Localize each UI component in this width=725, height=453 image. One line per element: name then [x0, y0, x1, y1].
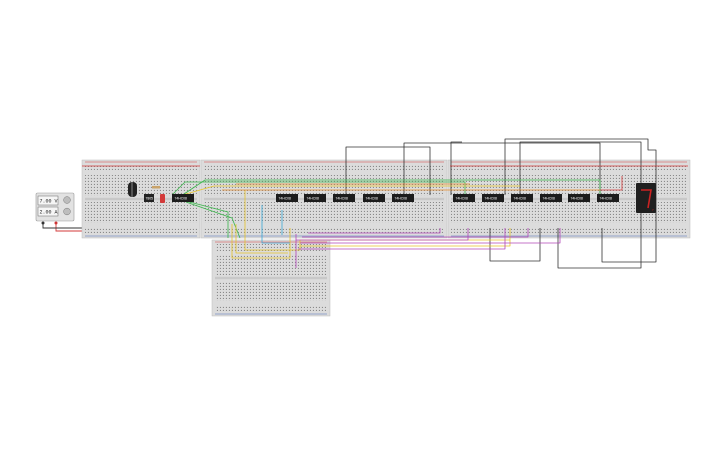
voltage-regulator[interactable] — [144, 194, 154, 202]
rail-holes[interactable] — [204, 227, 444, 234]
wire-green[interactable] — [177, 179, 601, 199]
wire-black[interactable] — [345, 146, 431, 195]
center-channel — [215, 276, 327, 280]
terminal-holes[interactable] — [204, 202, 444, 223]
chip-label: 74HC08 — [307, 196, 320, 200]
logic-chip[interactable]: 74HC08 — [540, 194, 562, 202]
voltage-knob[interactable] — [63, 196, 71, 204]
seven-segment-display[interactable]: 7 — [636, 183, 656, 213]
terminal-holes[interactable] — [85, 202, 197, 223]
logic-chip[interactable]: 74HC08 — [453, 194, 475, 202]
chip-label: 74HC08 — [600, 196, 613, 200]
wire-magenta[interactable] — [300, 228, 561, 244]
wire-green[interactable] — [171, 181, 466, 196]
wire-black[interactable] — [403, 142, 601, 195]
wire-magenta[interactable] — [298, 228, 506, 250]
logic-chip[interactable]: 74HC08 — [392, 194, 414, 202]
wire-green[interactable] — [185, 201, 241, 239]
chip-label: 74HC08 — [279, 196, 292, 200]
rail-holes[interactable] — [204, 164, 444, 171]
voltage-readout: 7.00 V — [40, 199, 58, 205]
terminal-holes[interactable] — [215, 281, 327, 301]
rail-holes[interactable] — [85, 227, 197, 234]
terminal-holes[interactable] — [215, 255, 327, 275]
terminal-holes[interactable] — [204, 175, 444, 196]
rail-holes[interactable] — [215, 244, 327, 251]
voltage-regulator-label: 7805 — [146, 196, 154, 200]
logic-chip[interactable]: 74HC08 — [363, 194, 385, 202]
wire-black[interactable] — [450, 141, 462, 195]
capacitor[interactable] — [128, 182, 137, 197]
wire-green[interactable] — [181, 199, 229, 238]
terminal-holes[interactable] — [85, 175, 197, 196]
rail-holes[interactable] — [451, 227, 687, 234]
chip-label: 74HC08 — [485, 196, 498, 200]
logic-chip[interactable]: 74HC08 — [172, 194, 194, 202]
logic-chip[interactable]: 74HC08 — [276, 194, 298, 202]
current-knob[interactable] — [63, 207, 71, 216]
rail-holes[interactable] — [451, 164, 687, 171]
wire-magenta[interactable] — [302, 228, 529, 238]
breadboards — [81, 159, 691, 317]
chip-label: 74HC08 — [336, 196, 349, 200]
wire-magenta[interactable] — [308, 228, 441, 234]
resistor[interactable] — [152, 186, 160, 189]
chip-label: 74HC08 — [395, 196, 408, 200]
chips[interactable]: 74HC08 74HC08 74HC08 74HC08 74HC08 74HC08 74HC… — [172, 194, 619, 202]
current-display — [37, 206, 59, 217]
breadboard[interactable] — [81, 159, 201, 239]
logic-chip[interactable]: 74HC08 — [597, 194, 619, 202]
supply-wire-negative[interactable] — [42, 223, 82, 229]
breadboard[interactable] — [211, 239, 331, 317]
wire-red[interactable] — [600, 176, 623, 191]
wire-magenta[interactable] — [295, 228, 469, 268]
terminal-holes[interactable] — [451, 202, 687, 223]
chip-label: 74HC08 — [366, 196, 379, 200]
center-channel — [85, 197, 197, 201]
logic-chip[interactable]: 74HC08 — [482, 194, 504, 202]
voltage-display — [37, 195, 59, 206]
logic-chip[interactable]: 74HC08 — [333, 194, 355, 202]
chip-label: 74HC08 — [175, 196, 188, 200]
rail-holes[interactable] — [215, 305, 327, 312]
logic-chip[interactable]: 74HC08 — [568, 194, 590, 202]
display-digit: 7 — [652, 208, 654, 212]
current-readout: 2.00 A — [40, 210, 58, 216]
logic-chip[interactable]: 74HC08 — [304, 194, 326, 202]
wire-yellow[interactable] — [235, 224, 288, 254]
chip-label: 74HC08 — [571, 196, 584, 200]
wire-yellow[interactable] — [300, 228, 511, 247]
wire-black[interactable] — [504, 138, 657, 263]
chip-label: 74HC08 — [514, 196, 527, 200]
wire-black[interactable] — [489, 228, 541, 262]
chip-label: 74HC08 — [543, 196, 556, 200]
chip-label: 74HC08 — [456, 196, 469, 200]
logic-chip[interactable]: 74HC08 — [511, 194, 533, 202]
supply-wire-positive[interactable] — [55, 223, 82, 232]
lit-segments — [641, 189, 652, 209]
rail-holes[interactable] — [85, 164, 197, 171]
power-supply[interactable]: 7.00 V 2.00 A — [35, 192, 75, 225]
wires[interactable] — [82, 138, 688, 269]
red-led[interactable] — [160, 194, 165, 203]
wire-cyan[interactable] — [261, 205, 290, 244]
